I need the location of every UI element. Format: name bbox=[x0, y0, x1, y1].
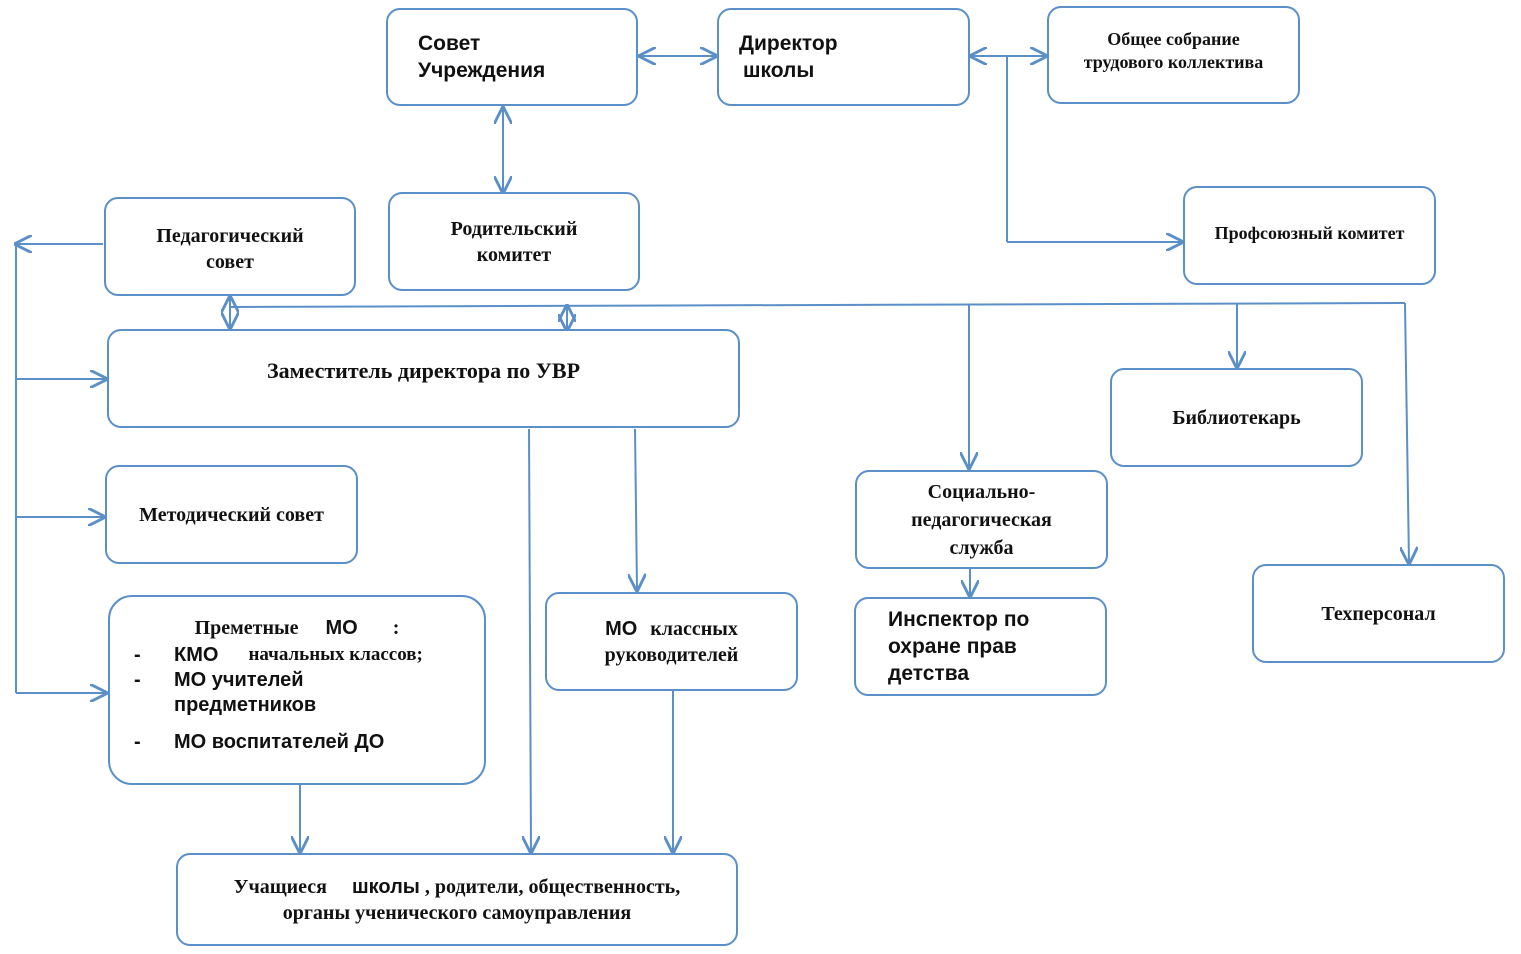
subject-mo-heading: Преметные МО : bbox=[110, 615, 484, 641]
subject-mo-box: Преметные МО : - КМО начальных классов; … bbox=[108, 595, 486, 785]
union-committee-label: Профсоюзный комитет bbox=[1214, 223, 1405, 243]
students-box: Учащиеся школы , родители, общественност… bbox=[176, 853, 738, 946]
union-committee-box: Профсоюзный комитет bbox=[1183, 186, 1436, 285]
parent-committee-line1: Родительский bbox=[450, 217, 578, 240]
social-service-line3: служба bbox=[949, 536, 1014, 559]
deputy-director-box: Заместитель директора по УВР bbox=[107, 329, 740, 428]
council-line2: Учреждения bbox=[418, 59, 546, 82]
director-box: Директор школы bbox=[717, 8, 970, 106]
bus-techstaff-link bbox=[1405, 302, 1409, 563]
pedagogical-council-box: Педагогический совет bbox=[104, 197, 356, 296]
subject-mo-item-dash bbox=[134, 693, 174, 718]
subject-mo-head-c: : bbox=[392, 617, 400, 639]
class-mo-line1: МО классных bbox=[605, 616, 739, 642]
subject-mo-item-a: предметников bbox=[174, 694, 317, 716]
students-line1: Учащиеся школы , родители, общественност… bbox=[234, 874, 680, 900]
subject-mo-item-dash: - bbox=[134, 644, 141, 666]
parent-committee-line2: комитет bbox=[476, 243, 552, 266]
subject-mo-item-a: МО учителей bbox=[174, 669, 304, 691]
subject-mo-item-dash: - bbox=[134, 731, 141, 753]
students-line1c: , родители, общественность, bbox=[424, 875, 681, 898]
students-line1a: Учащиеся bbox=[233, 875, 327, 898]
methodical-council-label: Методический совет bbox=[139, 503, 324, 526]
librarian-box: Библиотекарь bbox=[1110, 368, 1363, 467]
pedagogical-council-line1: Педагогический bbox=[156, 225, 304, 247]
class-mo-line1b: классных bbox=[650, 617, 738, 640]
subject-mo-item: - КМО начальных классов; bbox=[134, 643, 484, 668]
subject-mo-head-a: Преметные bbox=[194, 617, 299, 639]
director-line2: школы bbox=[743, 59, 815, 82]
students-line2: органы ученического самоуправления bbox=[282, 901, 632, 924]
general-meeting-line2: трудового коллектива bbox=[1083, 52, 1264, 73]
subject-mo-item-b: начальных классов; bbox=[248, 644, 423, 665]
subject-mo-item: - МО воспитателей ДО bbox=[134, 730, 484, 755]
director-line1: Директор bbox=[739, 31, 838, 55]
subject-mo-item-a: КМО bbox=[174, 644, 219, 666]
methodical-council-box: Методический совет bbox=[105, 465, 358, 564]
class-mo-line1a: МО bbox=[605, 617, 638, 640]
social-service-line2: педагогическая bbox=[911, 508, 1052, 531]
subject-mo-item: предметников bbox=[134, 693, 484, 718]
inspector-line3: детства bbox=[888, 662, 970, 686]
subject-mo-item: - МО учителей bbox=[134, 668, 484, 693]
council-line1: Совет bbox=[418, 31, 481, 55]
social-service-line1: Социально- bbox=[927, 480, 1036, 503]
deputy-director-label: Заместитель директора по УВР bbox=[266, 358, 581, 383]
inspector-line1: Инспектор по bbox=[888, 607, 1030, 631]
general-meeting-box: Общее собрание трудового коллектива bbox=[1047, 6, 1300, 104]
librarian-label: Библиотекарь bbox=[1172, 406, 1301, 429]
deputy-students-link bbox=[529, 428, 531, 852]
social-service-box: Социально- педагогическая служба bbox=[855, 470, 1108, 569]
class-mo-line2: руководителей bbox=[604, 643, 739, 666]
inspector-box: Инспектор по охране прав детства bbox=[854, 597, 1107, 696]
students-line1b: школы bbox=[351, 875, 420, 898]
subject-mo-head-b: МО bbox=[325, 617, 358, 639]
council-box: Совет Учреждения bbox=[386, 8, 638, 106]
class-mo-box: МО классных руководителей bbox=[545, 592, 798, 691]
deputy-classmo-link bbox=[635, 428, 637, 590]
general-meeting-line1: Общее собрание bbox=[1107, 29, 1240, 49]
parent-committee-box: Родительский комитет bbox=[388, 192, 640, 291]
horizontal-bus bbox=[229, 302, 1406, 308]
tech-staff-label: Техперсонал bbox=[1321, 602, 1436, 625]
tech-staff-box: Техперсонал bbox=[1252, 564, 1505, 663]
subject-mo-item-dash: - bbox=[134, 669, 141, 691]
pedagogical-council-line2: совет bbox=[206, 251, 254, 273]
inspector-line2: охране прав bbox=[888, 634, 1017, 658]
subject-mo-item-a: МО воспитателей ДО bbox=[174, 731, 385, 753]
